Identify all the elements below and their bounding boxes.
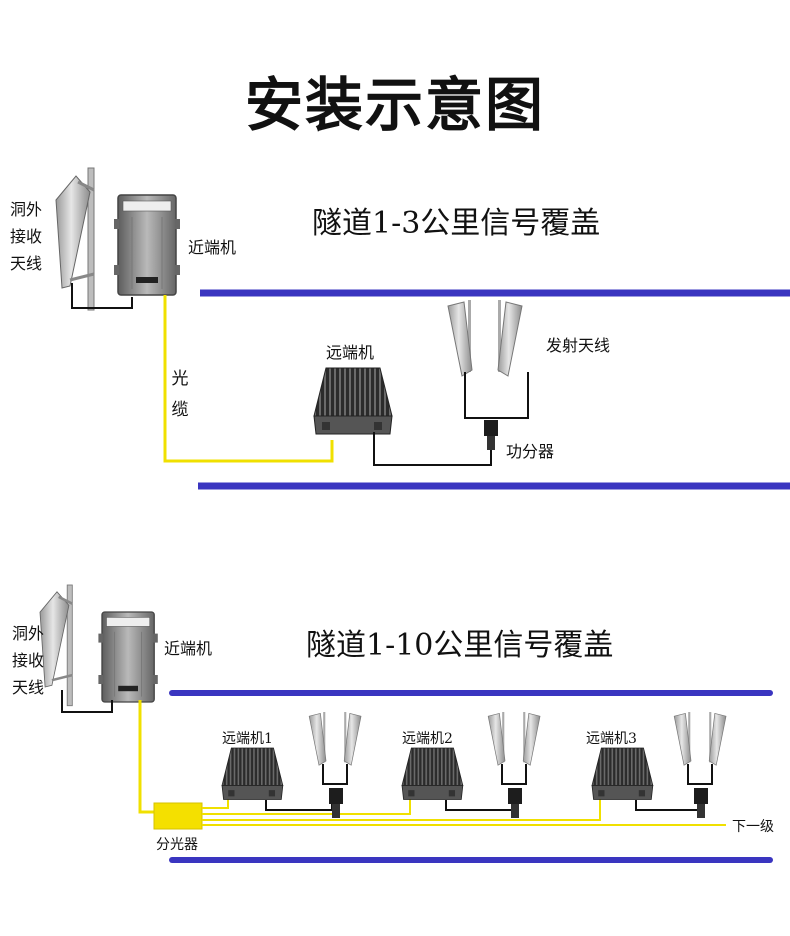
power-divider-icon <box>694 788 708 818</box>
page-title: 安装示意图 <box>244 71 545 139</box>
outdoor-antenna-label: 洞外 接收 天线 <box>9 200 42 273</box>
outdoor-antenna-label: 洞外 接收 天线 <box>11 624 44 697</box>
remote-unit-icon <box>313 367 393 435</box>
fiber-cable <box>202 796 411 815</box>
coax-cable <box>373 432 492 466</box>
transmit-antenna-icon <box>673 711 727 766</box>
remote-unit-label: 远端机 <box>326 343 375 362</box>
antenna-jumper <box>464 372 529 419</box>
transmit-antenna-icon <box>487 711 541 766</box>
remote-unit-icon <box>591 747 654 800</box>
transmit-antenna-icon <box>447 299 523 377</box>
remote-unit-icon <box>401 747 464 800</box>
remote-unit-label: 远端机2 <box>402 731 453 747</box>
remote-unit-label: 远端机1 <box>222 731 273 747</box>
antenna-feeder-cable <box>71 283 133 309</box>
next-level-label: 下一级 <box>732 819 774 835</box>
power-divider-label: 功分器 <box>506 442 555 461</box>
fiber-cable <box>138 700 156 814</box>
power-divider-icon <box>484 420 498 450</box>
section-heading: 隧道1-3公里信号覆盖 <box>312 206 601 241</box>
near-unit-label: 近端机 <box>164 639 213 658</box>
fiber-cable <box>202 796 229 809</box>
optical-splitter-icon <box>153 802 203 830</box>
power-divider-icon <box>508 788 522 818</box>
transmit-antenna-icon <box>308 711 362 766</box>
section-heading: 隧道1-10公里信号覆盖 <box>306 628 614 663</box>
splitter-label: 分光器 <box>156 837 198 853</box>
remote-unit-icon <box>221 747 284 800</box>
fiber-label: 光 缆 <box>171 369 189 420</box>
near-end-unit-icon <box>97 611 159 703</box>
remote-unit-label: 远端机3 <box>586 731 637 747</box>
fiber-cable <box>202 796 601 821</box>
near-unit-label: 近端机 <box>188 238 237 257</box>
fiber-cable <box>163 295 334 463</box>
transmit-antenna-label: 发射天线 <box>546 336 611 355</box>
antenna-feeder-cable <box>61 690 113 713</box>
panel-antenna-icon <box>54 166 96 312</box>
near-end-unit-icon <box>113 194 181 296</box>
